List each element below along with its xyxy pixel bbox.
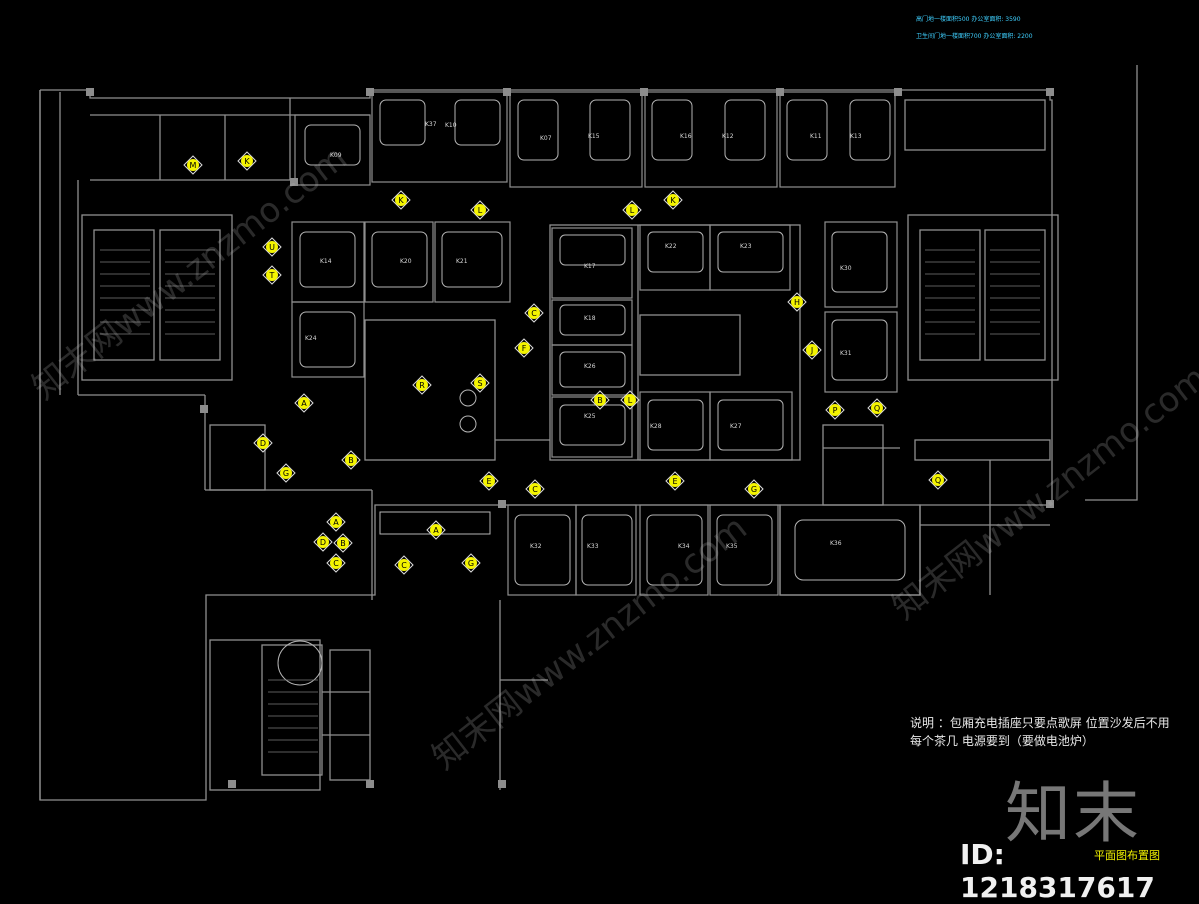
drawing-title: 平面图布置图 [1094, 849, 1160, 862]
room-label-k27: K27 [730, 423, 742, 430]
room-label-k26: K26 [584, 363, 596, 370]
room-label-k16: K16 [680, 133, 692, 140]
watermark-brand-logo: 知末 [1005, 775, 1141, 852]
design-note-line-2: 每个茶几 电源要到（要做电池炉） [910, 734, 1094, 748]
room-label-k11: K11 [810, 133, 822, 140]
room-label-k35: K35 [726, 543, 738, 550]
room-label-k10: K10 [445, 122, 457, 129]
room-label-k36: K36 [830, 540, 842, 547]
room-label-k09: K09 [330, 152, 342, 159]
room-label-k18: K18 [584, 315, 596, 322]
room-label-k30: K30 [840, 265, 852, 272]
room-label-k33: K33 [587, 543, 599, 550]
room-label-k24: K24 [305, 335, 317, 342]
header-annotation-1: 高门地一楼面积500 办公室面积: 3590 [916, 16, 1021, 23]
room-label-k32: K32 [530, 543, 542, 550]
watermark-id-label: ID: 1218317617 [960, 838, 1155, 904]
design-note-line-1: 说明 ：包厢充电插座只要点歌屏 位置沙发后不用 [910, 716, 1170, 730]
room-label-k12: K12 [722, 133, 734, 140]
room-label-k14: K14 [320, 258, 332, 265]
room-label-k23: K23 [740, 243, 752, 250]
room-label-k07: K07 [540, 135, 552, 142]
room-label-k28: K28 [650, 423, 662, 430]
room-label-k17: K17 [584, 263, 596, 270]
room-label-k31: K31 [840, 350, 852, 357]
room-label-k34: K34 [678, 543, 690, 550]
room-label-k37: K37 [425, 121, 437, 128]
room-label-k22: K22 [665, 243, 677, 250]
room-label-k21: K21 [456, 258, 468, 265]
room-label-k25: K25 [584, 413, 596, 420]
room-label-k15: K15 [588, 133, 600, 140]
header-annotation-2: 卫生间门地一楼面积700 办公室面积: 2200 [916, 33, 1033, 40]
room-label-k13: K13 [850, 133, 862, 140]
room-label-k20: K20 [400, 258, 412, 265]
